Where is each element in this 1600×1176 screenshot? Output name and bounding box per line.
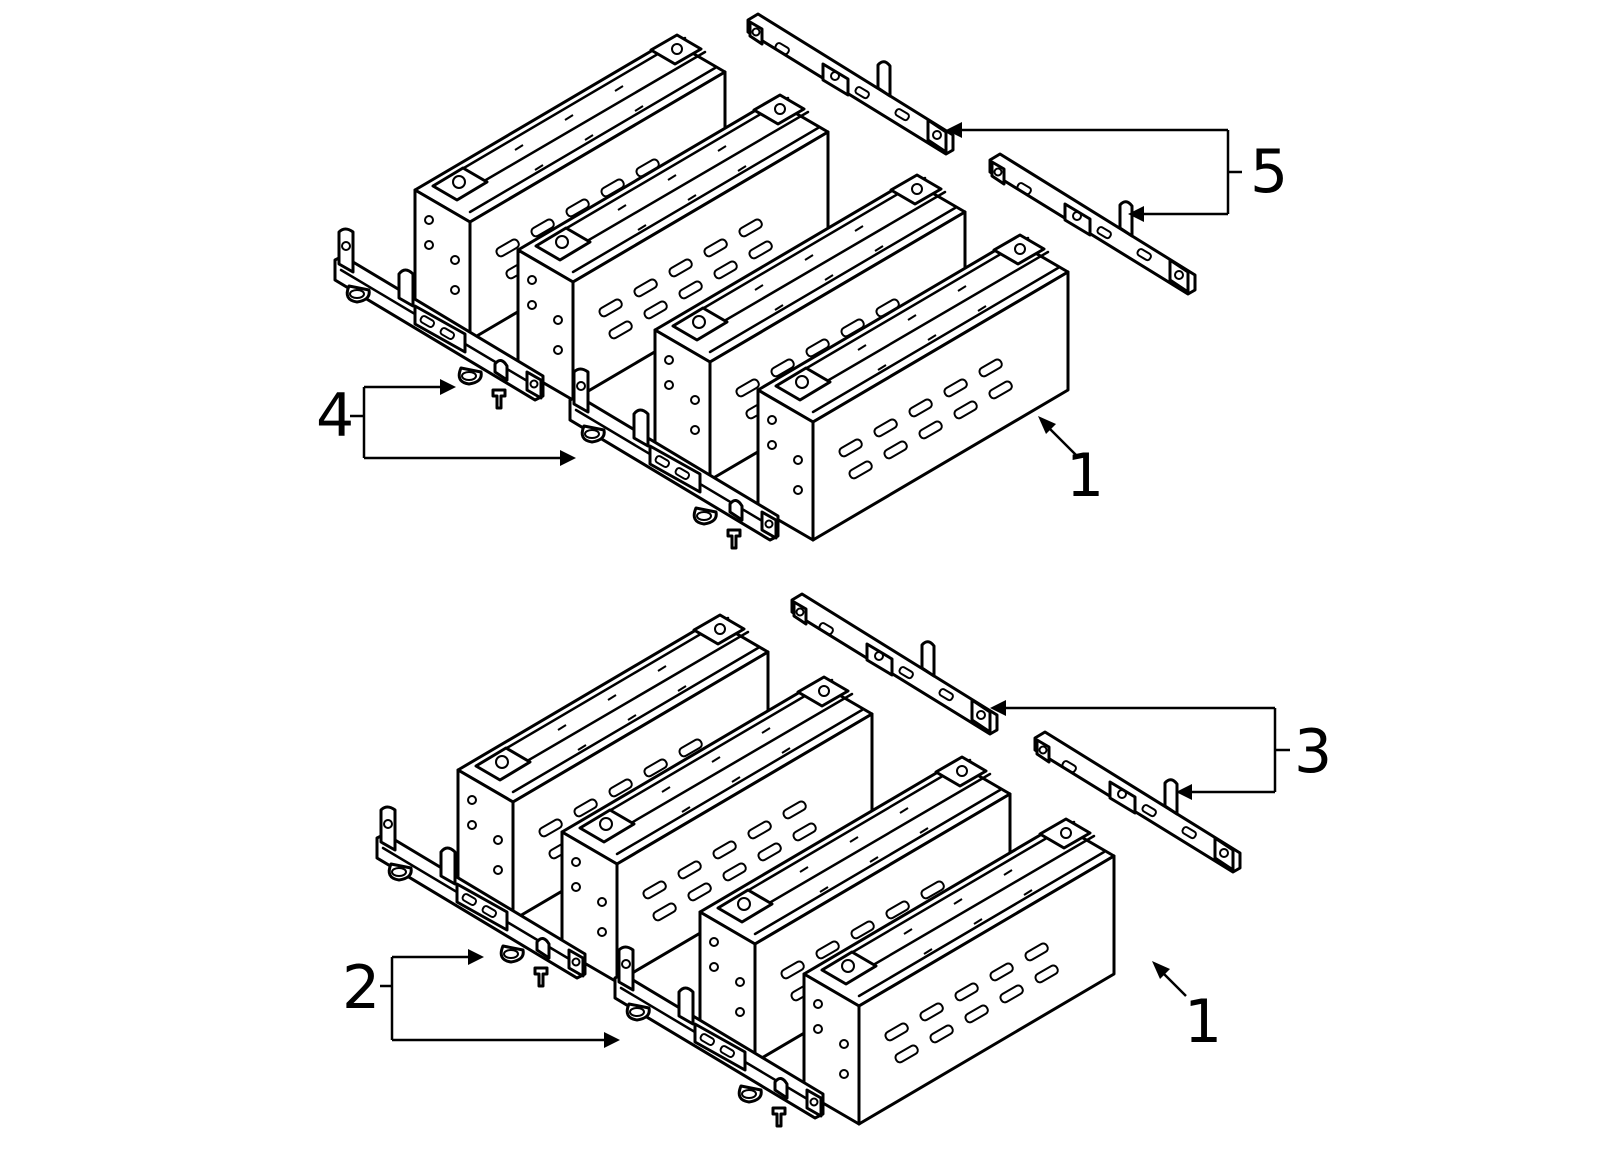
arrow-1-bottom: [1152, 961, 1170, 979]
arrow-5b: [1128, 206, 1144, 222]
bottom-assembly: 3 2 1: [342, 592, 1332, 1128]
leader-2: [380, 955, 606, 1042]
callout-1-top: 1: [1066, 441, 1104, 511]
arrow-4a: [440, 379, 456, 395]
callout-4: 4: [316, 381, 354, 451]
arrow-2a: [468, 949, 484, 965]
leader-5: [960, 128, 1242, 216]
callout-3: 3: [1294, 717, 1332, 787]
arrow-2b: [604, 1032, 620, 1048]
arrow-1-top: [1038, 416, 1056, 434]
callout-5: 5: [1250, 137, 1288, 207]
callout-2: 2: [342, 953, 380, 1023]
arrow-4b: [560, 450, 576, 466]
callout-1-bottom: 1: [1184, 987, 1222, 1057]
arrow-3a: [990, 700, 1006, 716]
arrow-3b: [1176, 784, 1192, 800]
leader-4: [350, 385, 562, 460]
leader-1-top: [1045, 424, 1077, 456]
arrow-5a: [946, 122, 962, 138]
leader-3: [1004, 706, 1290, 794]
top-assembly: 5 4 1: [316, 12, 1288, 550]
